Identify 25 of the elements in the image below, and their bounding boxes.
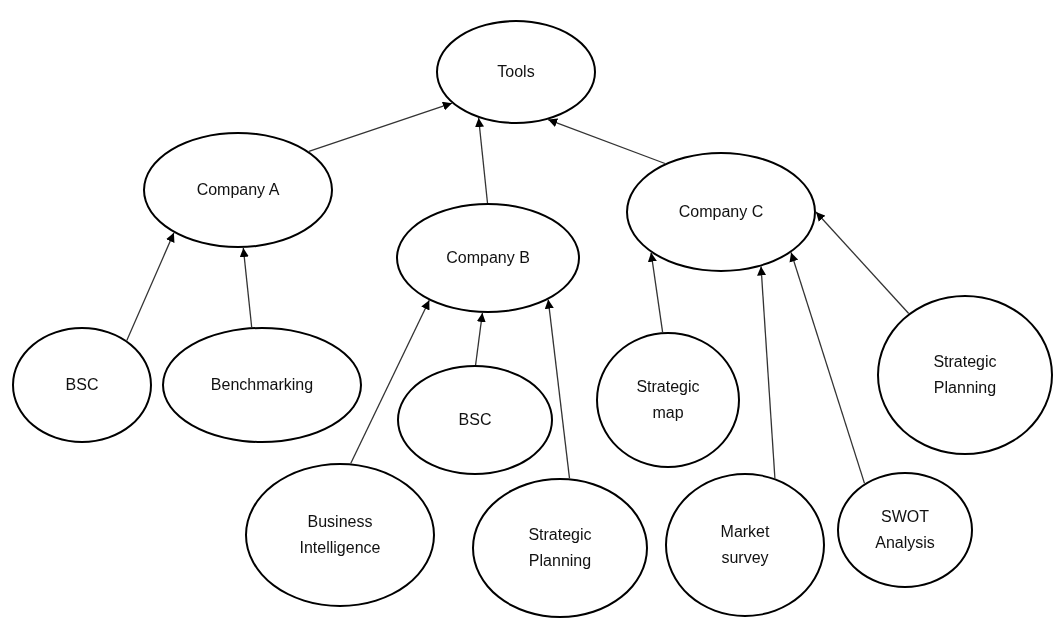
- arrow: [474, 312, 486, 366]
- node-label: SWOT Analysis: [874, 507, 936, 553]
- node-label: Company A: [196, 180, 280, 201]
- node-label: Strategic Planning: [932, 352, 998, 398]
- arrow: [126, 232, 175, 342]
- arrow: [308, 101, 453, 153]
- node-label: BSC: [458, 410, 492, 431]
- arrow: [239, 247, 253, 328]
- node-label: BSC: [65, 375, 99, 396]
- arrow: [789, 251, 866, 485]
- arrow: [757, 265, 776, 479]
- arrow: [647, 251, 664, 333]
- node-label: Benchmarking: [210, 375, 314, 396]
- arrow: [815, 211, 910, 315]
- node-label: Company C: [678, 202, 764, 223]
- arrow: [475, 117, 489, 204]
- node-label: Market survey: [719, 522, 771, 568]
- arrow: [350, 299, 430, 465]
- node-label: Tools: [497, 62, 535, 83]
- arrow: [547, 118, 666, 165]
- node-label: Business Intelligence: [298, 512, 382, 558]
- node-label: Strategic map: [635, 377, 701, 423]
- node-label: Company B: [446, 248, 530, 269]
- arrow: [544, 298, 571, 480]
- node-label: Strategic Planning: [527, 525, 593, 571]
